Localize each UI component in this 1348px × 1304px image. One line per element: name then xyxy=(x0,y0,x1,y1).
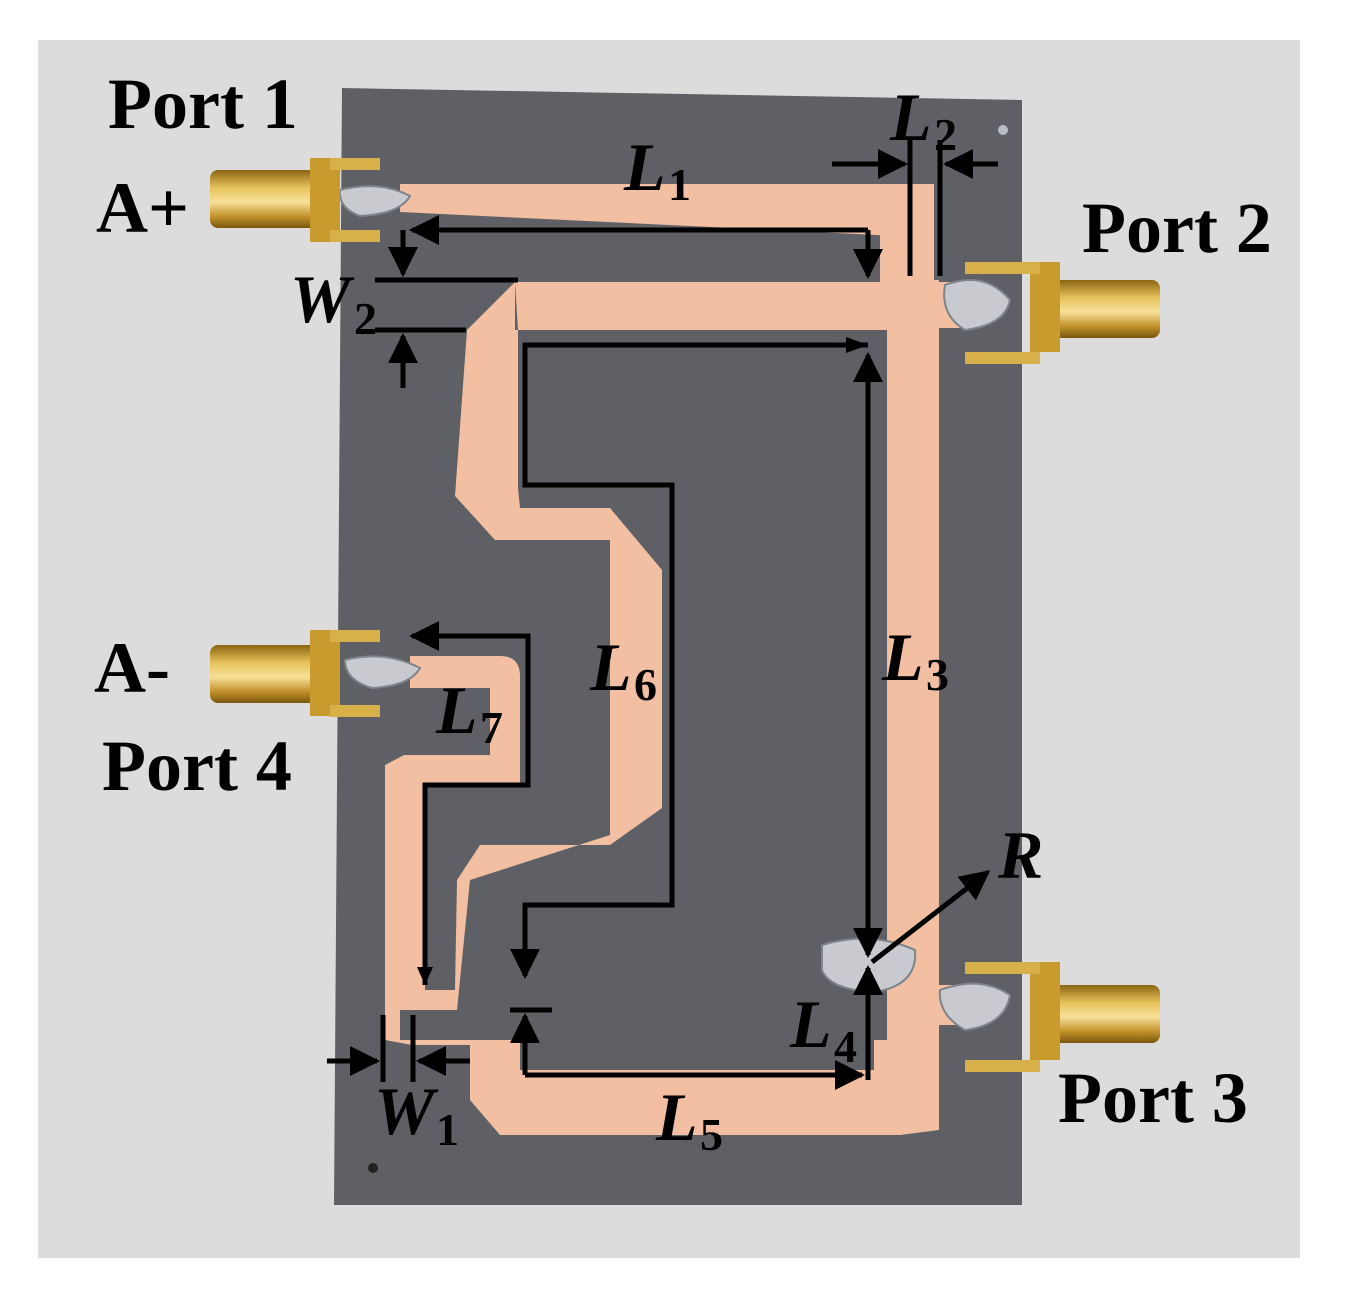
label-l5: L 5 xyxy=(655,1079,723,1160)
l5-letter: L xyxy=(655,1079,698,1155)
sma-connector-port4 xyxy=(210,630,380,717)
trace-loop-top xyxy=(515,282,939,330)
l2-letter: L xyxy=(889,79,932,155)
label-w2: W 2 xyxy=(290,261,377,344)
w1-letter: W xyxy=(374,1073,439,1149)
l2-sub: 2 xyxy=(934,109,957,160)
l7-sub: 7 xyxy=(480,702,503,753)
r-arrow xyxy=(870,870,991,964)
l6-path-line xyxy=(510,342,868,979)
r-letter: R xyxy=(997,817,1043,893)
label-port1: Port 1 xyxy=(108,64,298,144)
sma-connector-port1 xyxy=(210,158,380,242)
board-hole xyxy=(368,1163,378,1173)
board-hole xyxy=(998,125,1008,135)
trace-l2-vertical xyxy=(880,184,934,284)
label-port4: Port 4 xyxy=(102,726,292,806)
label-l3: L 3 xyxy=(881,619,949,700)
solder-port2 xyxy=(943,279,1012,332)
label-l7: L 7 xyxy=(435,672,503,753)
sma-connector-port2 xyxy=(965,262,1160,364)
solder-port3 xyxy=(938,982,1012,1032)
l6-sub: 6 xyxy=(634,659,657,710)
l7-letter: L xyxy=(435,672,478,748)
label-l2: L 2 xyxy=(889,79,957,160)
l5-sub: 5 xyxy=(700,1109,723,1160)
l1-letter: L xyxy=(623,129,666,205)
l4-sub: 4 xyxy=(834,1021,857,1072)
label-port3: Port 3 xyxy=(1058,1058,1248,1138)
l1-sub: 1 xyxy=(668,159,691,210)
solder-port1 xyxy=(338,185,412,218)
l3-sub: 3 xyxy=(926,649,949,700)
l4-letter: L xyxy=(789,986,832,1062)
sma-connector-port3 xyxy=(965,962,1160,1072)
dimension-lines xyxy=(327,140,998,1090)
label-w1: W 1 xyxy=(374,1073,459,1155)
substrate-window xyxy=(520,345,874,1070)
trace-l7-stub xyxy=(410,656,520,785)
trace-l1-feed xyxy=(400,184,897,236)
solder-joints xyxy=(338,185,1012,1032)
label-r: R xyxy=(997,817,1043,893)
label-l6: L 6 xyxy=(589,629,657,710)
label-a-minus: A- xyxy=(94,628,170,708)
label-a-plus: A+ xyxy=(96,168,189,248)
label-l4: L 4 xyxy=(789,986,857,1072)
label-l1: L 1 xyxy=(623,129,691,210)
l6-letter: L xyxy=(589,629,632,705)
l7-path-line xyxy=(409,621,531,985)
w2-sub: 2 xyxy=(354,293,377,344)
l3-letter: L xyxy=(881,619,924,695)
label-port2: Port 2 xyxy=(1082,188,1272,268)
solder-port4 xyxy=(343,655,422,690)
w2-letter: W xyxy=(290,261,355,337)
w1-sub: 1 xyxy=(436,1104,459,1155)
